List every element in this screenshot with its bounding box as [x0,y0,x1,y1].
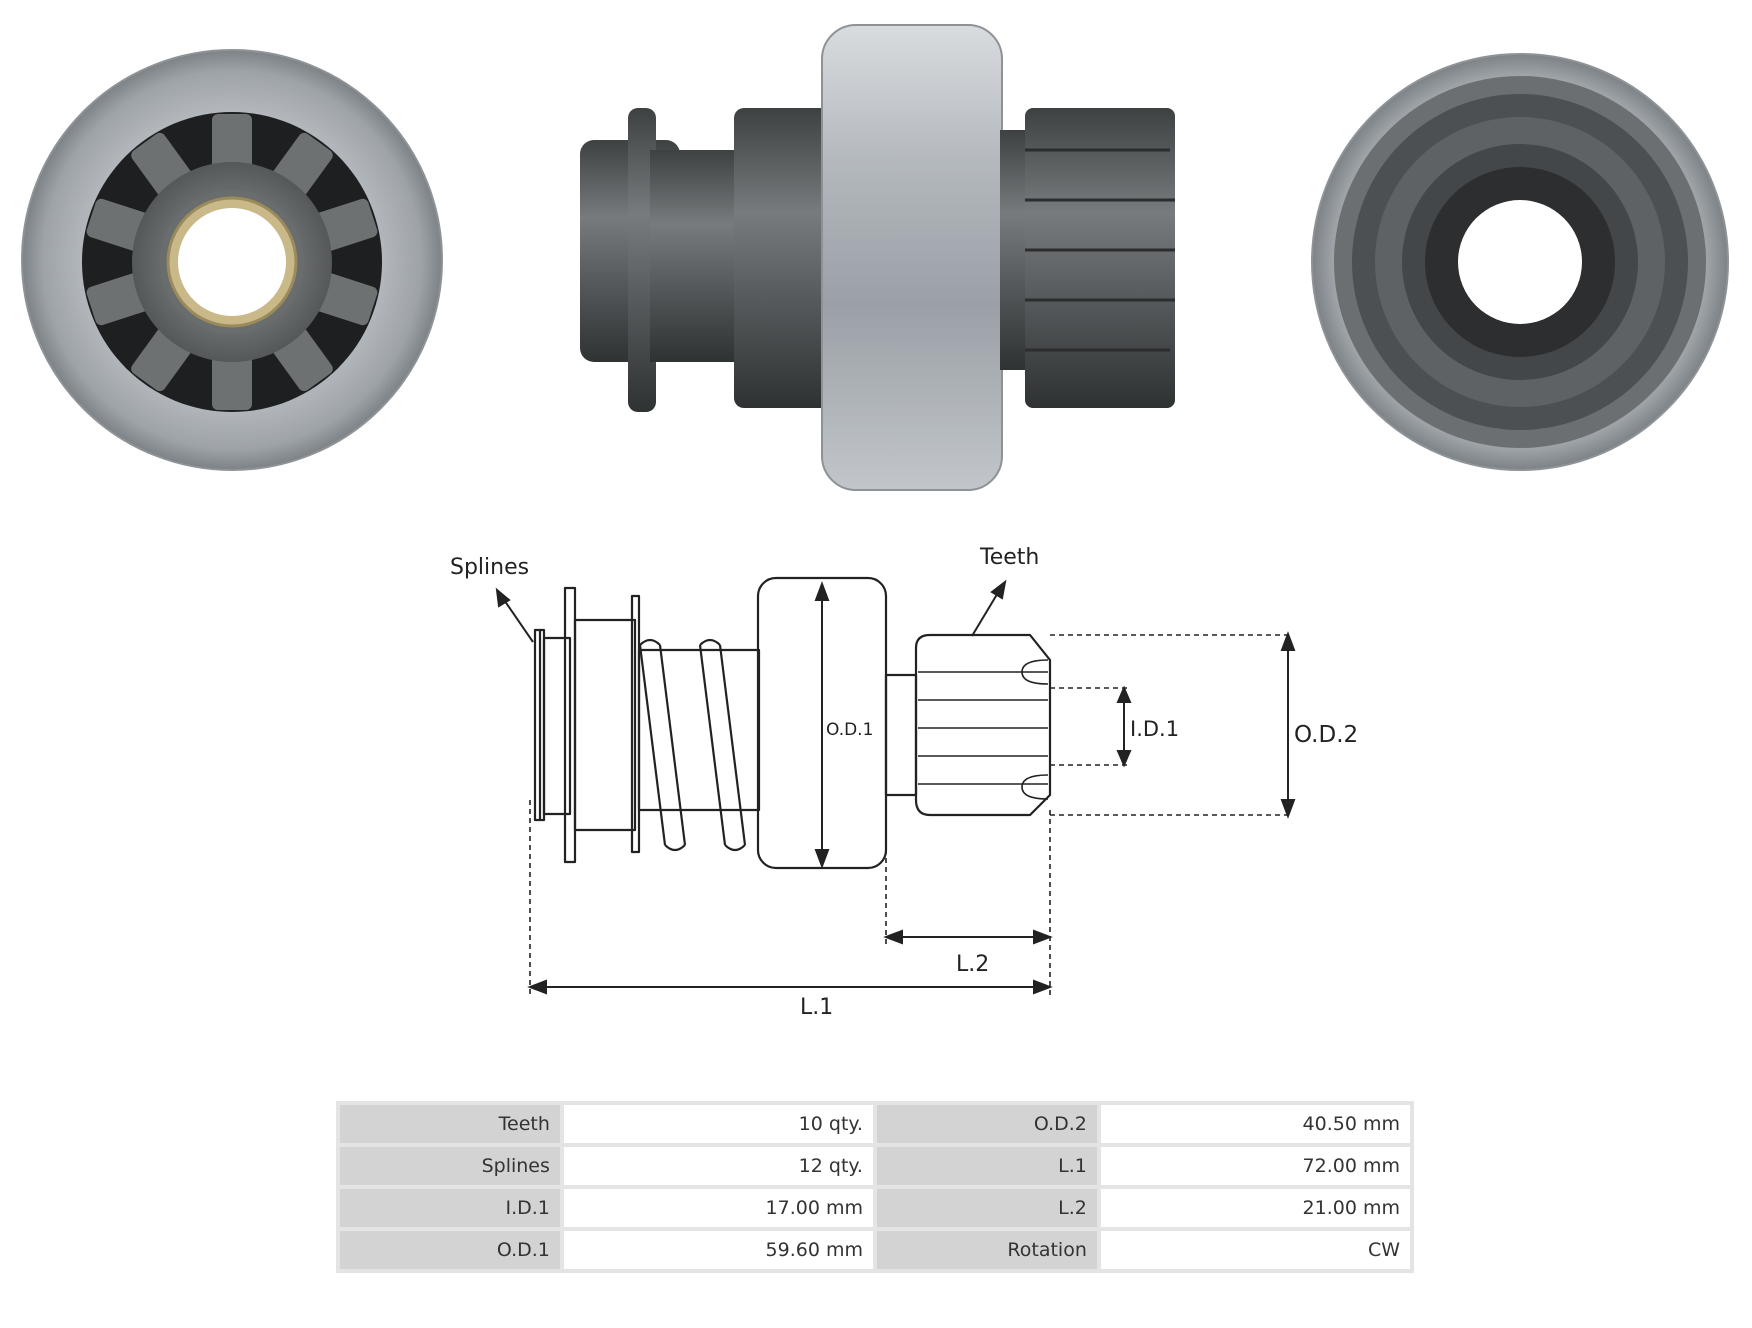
gear-tooth [212,114,252,174]
spec-label: L.1 [876,1147,1097,1185]
spring-coils [638,644,747,846]
spec-label: Splines [340,1147,560,1185]
spec-label: O.D.1 [340,1231,560,1269]
spec-label: O.D.2 [876,1105,1097,1143]
spec-label: Rotation [876,1231,1097,1269]
l2-label: L.2 [956,952,989,977]
spline-end-collar [542,636,572,816]
spec-value: 21.00 mm [1100,1189,1410,1227]
pinion-outline [914,633,1052,817]
od1-label: O.D.1 [826,720,873,740]
spec-label: I.D.1 [340,1189,560,1227]
l1-label: L.1 [800,995,833,1020]
spec-value: CW [1100,1231,1410,1269]
product-photos [21,24,1729,491]
spec-value: 17.00 mm [563,1189,873,1227]
gear-tooth [212,350,252,410]
id1-label: I.D.1 [1130,717,1179,741]
teeth-label: Teeth [979,545,1039,570]
spec-value: 10 qty. [563,1105,873,1143]
spec-label: Teeth [340,1105,560,1143]
splines-label: Splines [450,555,529,580]
spec-value: 12 qty. [563,1147,873,1185]
photo-front-view [21,49,443,471]
od2-label: O.D.2 [1294,722,1358,748]
spec-value: 40.50 mm [1100,1105,1410,1143]
spec-value: 59.60 mm [563,1231,873,1269]
neck [884,673,918,797]
photo-side-view [580,24,1175,491]
spec-value: 72.00 mm [1100,1147,1410,1185]
spec-label: L.2 [876,1189,1097,1227]
dimension-diagram: Splines Teeth O.D.1 I.D.1 O.D.2 L.2 L.1 [450,545,1358,1020]
photo-rear-view [1311,53,1729,471]
